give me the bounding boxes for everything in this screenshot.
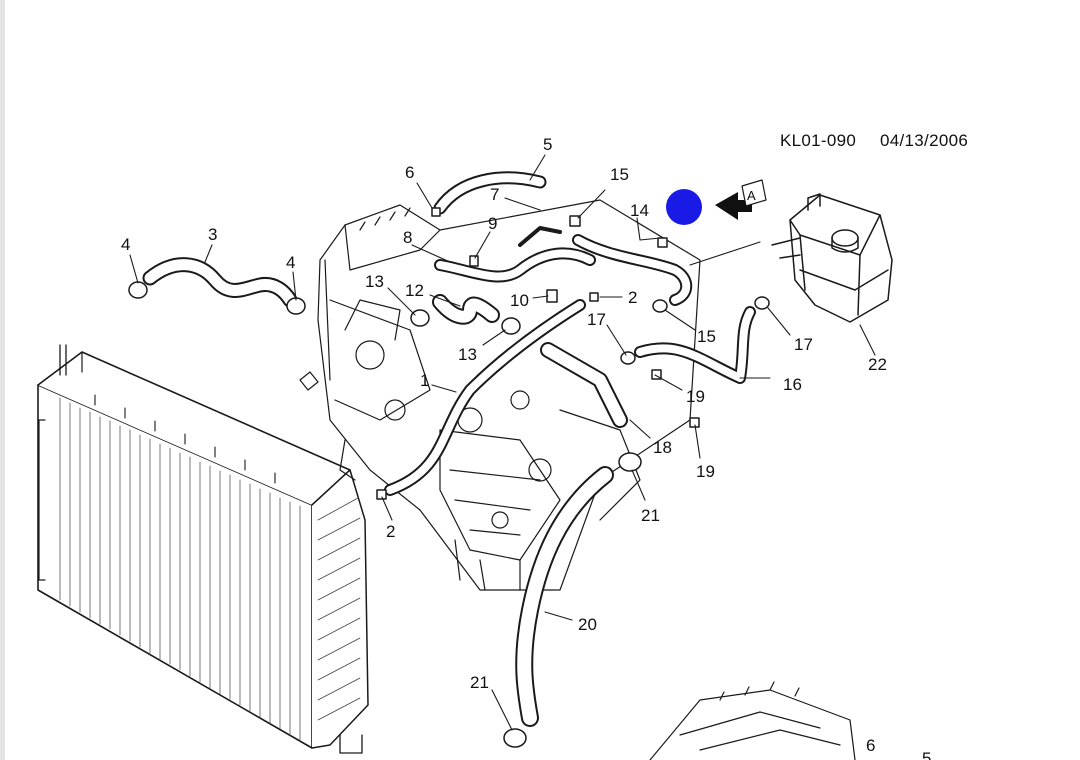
part-label: 1 bbox=[420, 371, 429, 390]
part-label: 12 bbox=[405, 281, 424, 300]
part-label: 21 bbox=[641, 506, 660, 525]
part-label: 15 bbox=[610, 165, 629, 184]
part-label: 18 bbox=[653, 438, 672, 457]
part-label: 20 bbox=[578, 615, 597, 634]
part-label: 2 bbox=[628, 288, 637, 307]
part-label: 22 bbox=[868, 355, 887, 374]
part-label: 21 bbox=[470, 673, 489, 692]
diagram-code: KL01-090 bbox=[780, 131, 856, 150]
part-label: 4 bbox=[286, 253, 295, 272]
part-label: 13 bbox=[458, 345, 477, 364]
part-label: 13 bbox=[365, 272, 384, 291]
part-label: 3 bbox=[208, 225, 217, 244]
diagram-date: 04/13/2006 bbox=[880, 131, 968, 150]
part-label: 14 bbox=[630, 201, 649, 220]
part-label: 4 bbox=[121, 235, 130, 254]
coolant-reservoir bbox=[771, 193, 893, 323]
hoses bbox=[142, 171, 756, 727]
hose-clamps bbox=[128, 207, 770, 748]
part-label: 19 bbox=[696, 462, 715, 481]
leader-lines bbox=[129, 154, 876, 731]
part-label: 19 bbox=[686, 387, 705, 406]
part-label: 8 bbox=[403, 228, 412, 247]
part-label: 2 bbox=[386, 522, 395, 541]
view-marker-label: A bbox=[747, 188, 756, 203]
oil-pan bbox=[649, 681, 856, 760]
part-label: 9 bbox=[488, 214, 497, 233]
part-label: 5 bbox=[543, 135, 552, 154]
part-label: 15 bbox=[697, 327, 716, 346]
view-arrow bbox=[715, 179, 767, 220]
left-panel-edge bbox=[0, 0, 5, 760]
part-label: 17 bbox=[587, 310, 606, 329]
highlight-label: 11 bbox=[677, 200, 692, 216]
part-label: 10 bbox=[510, 291, 529, 310]
part-label: 5 bbox=[922, 749, 931, 760]
part-label: 6 bbox=[866, 736, 875, 755]
part-label: 6 bbox=[405, 163, 414, 182]
part-label: 17 bbox=[794, 335, 813, 354]
part-label: 16 bbox=[783, 375, 802, 394]
highlight-marker-icon[interactable] bbox=[666, 189, 702, 225]
radiator bbox=[37, 344, 369, 754]
part-labels: 6 5 7 15 14 4 3 4 8 9 13 12 10 2 17 15 1… bbox=[121, 135, 931, 760]
part-label: 7 bbox=[490, 185, 499, 204]
